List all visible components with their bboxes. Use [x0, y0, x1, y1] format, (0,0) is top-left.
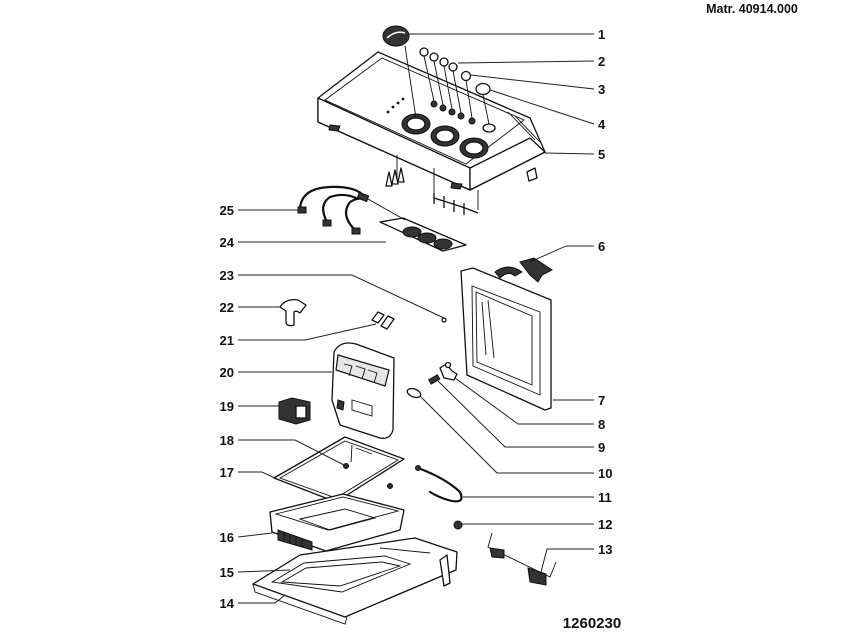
callout-4: 4 — [598, 117, 606, 132]
clip-part — [371, 311, 395, 330]
push-buttons-part — [419, 47, 491, 125]
top-frame-part — [252, 537, 458, 625]
leader-lines — [237, 33, 595, 604]
callout-3: 3 — [598, 82, 605, 97]
dial-holes — [401, 113, 489, 159]
callout-19: 19 — [220, 399, 234, 414]
callout-6: 6 — [598, 239, 605, 254]
tray-gasket-part — [273, 436, 405, 503]
panel-connectors — [385, 155, 479, 215]
handle-part — [279, 299, 307, 327]
screw-part — [441, 317, 447, 323]
callout-14: 14 — [220, 596, 235, 611]
wiring-harness-part — [297, 185, 370, 235]
callout-17: 17 — [220, 465, 234, 480]
dispenser-part — [331, 342, 395, 439]
callout-23: 23 — [220, 268, 234, 283]
callout-8: 8 — [598, 417, 605, 432]
callout-25: 25 — [220, 203, 234, 218]
callout-16: 16 — [220, 530, 234, 545]
latch-part — [439, 361, 458, 381]
callout-24: 24 — [220, 235, 235, 250]
callout-10: 10 — [598, 466, 612, 481]
callout-15: 15 — [220, 565, 234, 580]
hose-part — [415, 465, 463, 503]
material-number: Matr. 40914.000 — [706, 2, 798, 16]
callout-20: 20 — [220, 365, 234, 380]
callout-18: 18 — [220, 433, 234, 448]
knob-part — [382, 25, 417, 119]
callout-1: 1 — [598, 27, 605, 42]
callout-11: 11 — [598, 490, 612, 505]
spring-part — [427, 374, 441, 385]
drawing-number: 1260230 — [563, 615, 621, 632]
callout-21: 21 — [220, 333, 234, 348]
callout-2: 2 — [598, 54, 605, 69]
lid-frame-part — [460, 245, 567, 411]
callout-9: 9 — [598, 440, 605, 455]
callout-labels-left: 14 15 16 17 18 19 20 21 22 23 24 25 — [220, 203, 235, 611]
callout-12: 12 — [598, 517, 612, 532]
callout-13: 13 — [598, 542, 612, 557]
oval-pad-part — [406, 387, 422, 399]
callout-5: 5 — [598, 147, 605, 162]
grommet-part — [453, 520, 463, 530]
circuit-board-part — [367, 198, 467, 252]
callout-labels-right: 1 2 3 4 5 6 7 8 9 10 11 12 13 — [598, 27, 612, 557]
tub-cover-part — [269, 493, 405, 552]
callout-7: 7 — [598, 393, 605, 408]
control-panel-part — [317, 51, 546, 191]
callout-22: 22 — [220, 300, 234, 315]
bracket-part — [487, 532, 557, 586]
switch-block-part — [278, 397, 311, 425]
